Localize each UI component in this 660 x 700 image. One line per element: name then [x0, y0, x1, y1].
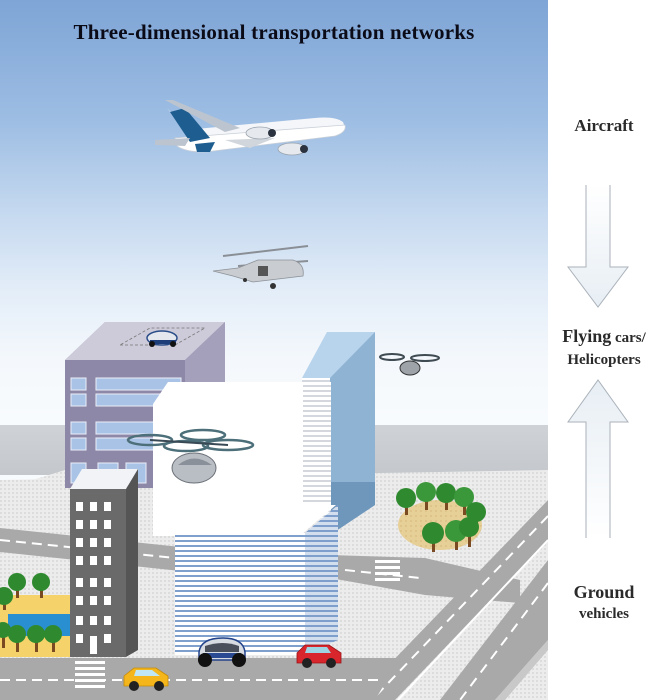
layer-legend-panel: Aircraft Flying cars/ Helicopters Ground…	[548, 0, 660, 700]
rooftop-pod-car	[146, 330, 178, 347]
helicopter	[212, 245, 309, 289]
label-flying: Flying	[562, 326, 612, 346]
blue-pod-car	[198, 637, 246, 667]
trees-left	[0, 573, 62, 652]
arrow-up-icon	[567, 379, 629, 538]
trees-right	[396, 482, 486, 552]
label-vehicles: vehicles	[579, 606, 629, 622]
label-cars: cars/	[611, 330, 646, 346]
label-flying-cars-helicopters: Flying cars/ Helicopters	[548, 326, 660, 371]
quadrotor-flying-car-small	[379, 353, 440, 376]
figure-title: Three-dimensional transportation network…	[73, 20, 475, 44]
arrow-down-icon	[567, 185, 629, 308]
label-helicopters: Helicopters	[567, 352, 641, 368]
label-ground: Ground	[573, 582, 635, 602]
airliner	[155, 100, 346, 156]
city-illustration	[0, 100, 548, 700]
yellow-car	[123, 667, 169, 691]
label-aircraft: Aircraft	[574, 116, 634, 135]
illustration-scene: Three-dimensional transportation network…	[0, 0, 548, 700]
red-car	[296, 644, 342, 668]
quadrotor-flying-car-large	[126, 428, 255, 484]
